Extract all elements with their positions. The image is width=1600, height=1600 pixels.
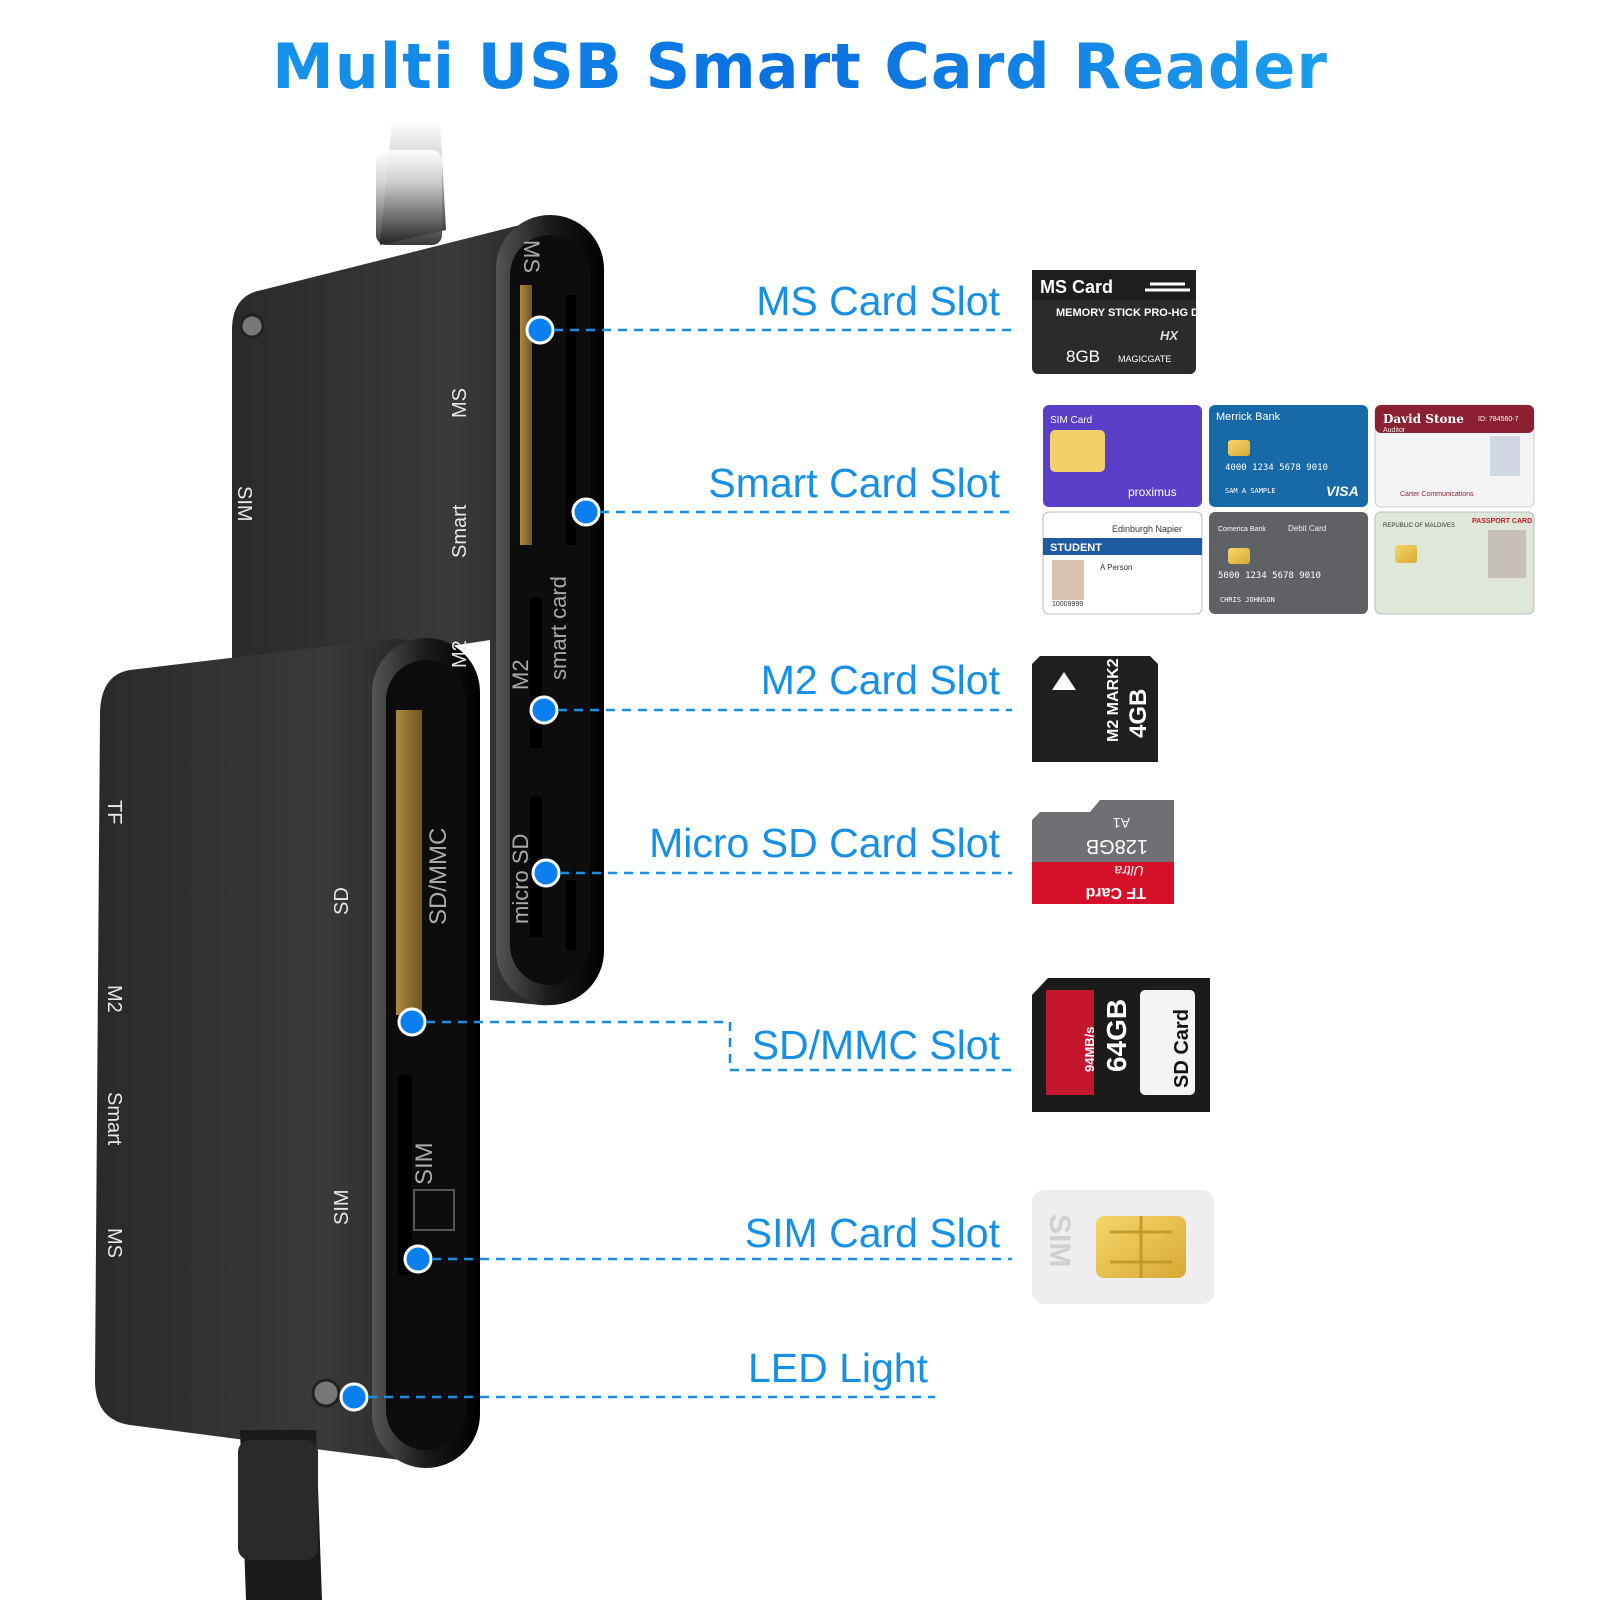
- front-slot-label-sdmmc: SD/MMC: [425, 828, 452, 925]
- smart-card-4-number: 10009999: [1052, 601, 1083, 608]
- callout-dot-smart: [571, 497, 601, 527]
- sd-card-speed: 94MB/s: [1082, 1026, 1097, 1072]
- smart-card-2-brand: VISA: [1326, 483, 1359, 499]
- screw-icon: [239, 313, 265, 339]
- sd-card-title: SD Card: [1171, 1009, 1193, 1088]
- label-m2-card-slot: M2 Card Slot: [760, 657, 1000, 703]
- front-side-label-ms: MS: [103, 1228, 125, 1258]
- tf-card-image: [1032, 800, 1174, 904]
- back-slot-label-ms: MS: [519, 240, 544, 273]
- leader-line-sd: [426, 1020, 1012, 1072]
- card-reader-back: [232, 215, 604, 1006]
- sim-card-image: [1032, 1190, 1214, 1304]
- smart-card-2-title: Merrick Bank: [1216, 411, 1281, 423]
- tf-card-model: A1: [1113, 815, 1130, 831]
- front-slot-label-sim: SIM: [411, 1142, 438, 1185]
- ms-card-brand: MAGICGATE: [1118, 354, 1171, 364]
- back-slot-label-microsd: micro SD: [508, 834, 533, 924]
- smart-card-5-title: Comerica Bank: [1218, 526, 1266, 533]
- label-sd-mmc-slot: SD/MMC Slot: [751, 1022, 1000, 1068]
- smart-card-2-holder: SAM A SAMPLE: [1225, 487, 1276, 495]
- label-sim-card-slot: SIM Card Slot: [744, 1210, 1000, 1256]
- smart-cards-image: [1042, 404, 1535, 615]
- smart-card-6-badge: PASSPORT CARD: [1472, 518, 1532, 525]
- ms-card-image: [1032, 270, 1196, 374]
- smart-card-1-footer: proximus: [1128, 485, 1177, 499]
- page-title: Multi USB Smart Card Reader: [0, 30, 1600, 103]
- tf-card-capacity: 128GB: [1086, 835, 1148, 857]
- led-indicator-icon: [311, 1378, 341, 1408]
- label-micro-sd-card-slot: Micro SD Card Slot: [649, 820, 1000, 866]
- back-side-label-smart: Smart: [449, 504, 471, 558]
- smart-card-5-holder: CHRIS JOHNSON: [1220, 596, 1275, 604]
- smart-card-2-number: 4000 1234 5678 9010: [1225, 463, 1328, 473]
- back-side-label-sim: SIM: [233, 486, 255, 522]
- sim-card-label: SIM: [1043, 1214, 1076, 1267]
- ms-card-capacity: 8GB: [1066, 347, 1100, 366]
- label-ms-card-slot: MS Card Slot: [756, 278, 1000, 324]
- ms-card-title: MS Card: [1040, 277, 1113, 297]
- callout-dot-sd: [397, 1007, 427, 1037]
- ms-card-model: HX: [1160, 328, 1179, 343]
- front-side-label-sim: SIM: [331, 1189, 353, 1225]
- callout-dot-sim: [403, 1244, 433, 1274]
- label-smart-card-slot: Smart Card Slot: [708, 460, 1000, 506]
- m2-card-capacity: 4GB: [1125, 689, 1152, 738]
- smart-card-5-sub: Debit Card: [1288, 524, 1326, 533]
- ms-card-line: MEMORY STICK PRO-HG Duo: [1056, 307, 1213, 319]
- front-side-label-sd: SD: [331, 887, 353, 915]
- callout-dot-microsd: [531, 858, 561, 888]
- smart-card-4-name: A Person: [1100, 563, 1132, 572]
- smart-card-4-badge: STUDENT: [1050, 542, 1102, 554]
- m2-card-image: [1032, 656, 1158, 762]
- back-slot-label-smart: smart card: [546, 576, 571, 680]
- back-slot-label-m2: M2: [508, 659, 533, 690]
- back-side-label-m2: M2: [449, 640, 471, 668]
- front-side-label-smart: Smart: [103, 1092, 125, 1146]
- smart-card-3-company: Carter Communications: [1400, 491, 1474, 498]
- back-side-label-ms: MS: [449, 388, 471, 418]
- tf-card-brand: Ultra: [1114, 863, 1144, 879]
- callout-dot-ms: [525, 315, 555, 345]
- sd-card-capacity: 64GB: [1101, 999, 1132, 1072]
- smart-card-3-id: ID: 784560-7: [1478, 416, 1519, 423]
- callout-dot-led: [339, 1382, 369, 1412]
- smart-card-6-title: REPUBLIC OF MALDIVES: [1383, 523, 1455, 529]
- smart-card-5-number: 5000 1234 5678 9010: [1218, 571, 1321, 581]
- front-side-label-m2: M2: [103, 985, 125, 1013]
- smart-card-3-title: David Stone: [1383, 412, 1464, 426]
- smart-card-3-sub: Auditor: [1383, 427, 1406, 434]
- callout-dot-m2: [529, 695, 559, 725]
- card-reader-front: [95, 638, 480, 1468]
- label-led-light: LED Light: [747, 1345, 928, 1391]
- front-side-label-tf: TF: [103, 800, 125, 824]
- sd-card-image: [1032, 978, 1210, 1112]
- tf-card-title: TF Card: [1086, 884, 1146, 901]
- smart-card-1-title: SIM Card: [1050, 415, 1092, 426]
- cable-strain-relief: [376, 150, 442, 245]
- smart-card-4-title: Edinburgh Napier: [1112, 524, 1182, 534]
- m2-card-line: M2 MARK2: [1105, 658, 1122, 742]
